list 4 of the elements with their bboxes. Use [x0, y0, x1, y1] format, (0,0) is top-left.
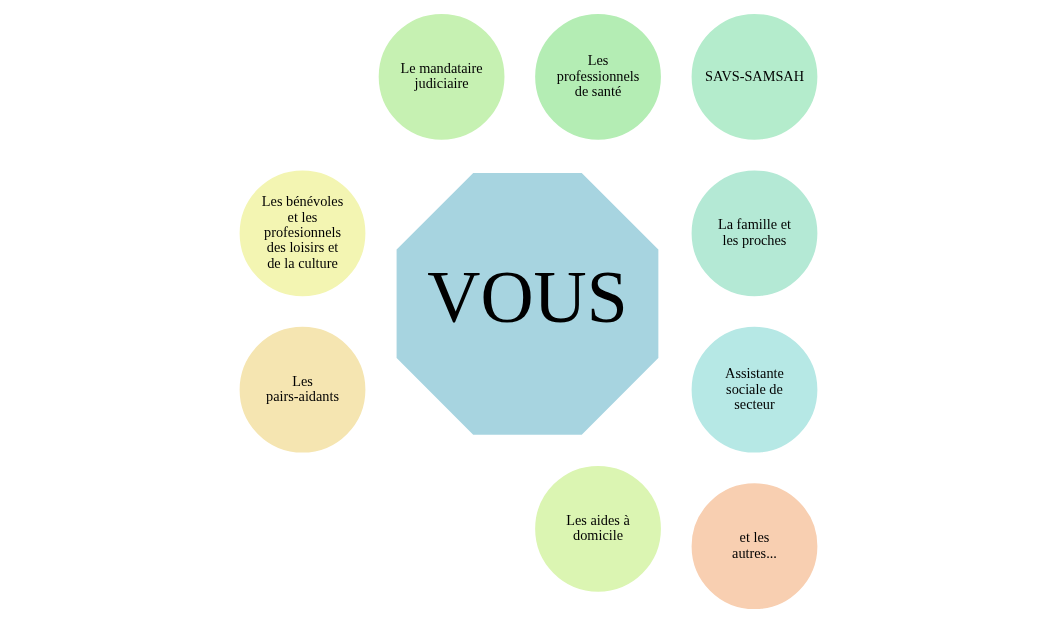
node-circle: La famille et les proches — [688, 167, 821, 300]
node-circle: Les pairs-aidants — [236, 323, 369, 456]
node-circle: Assistante sociale de secteur — [688, 323, 821, 456]
node-circle: Les bénévoles et les profesionnels des loisirs et de la culture — [236, 167, 369, 300]
